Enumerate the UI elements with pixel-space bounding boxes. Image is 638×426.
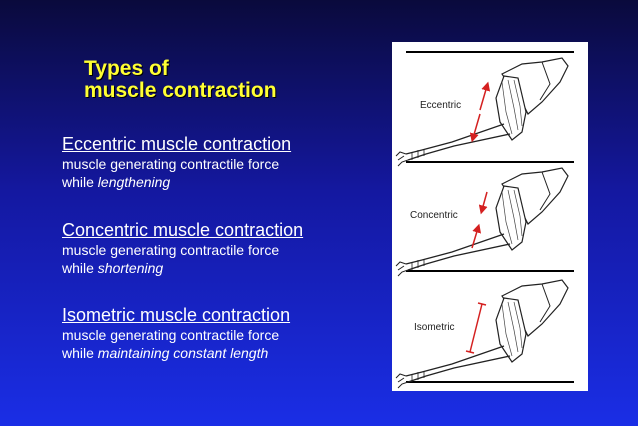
desc-emphasis: maintaining constant length bbox=[97, 345, 269, 361]
title-line-1: Types of bbox=[84, 57, 169, 80]
label-eccentric: Eccentric bbox=[420, 100, 462, 111]
desc-prefix: while bbox=[62, 260, 98, 276]
desc-emphasis: shortening bbox=[97, 260, 164, 276]
constant-length-bar bbox=[469, 303, 483, 353]
down-arrow-icon bbox=[469, 113, 481, 143]
desc-prefix: while bbox=[62, 174, 98, 190]
desc-emphasis: lengthening bbox=[97, 174, 171, 190]
section-description-2: while shortening bbox=[62, 259, 303, 277]
section-concentric: Concentric muscle contraction muscle gen… bbox=[62, 219, 303, 277]
isometric-arm-illustration bbox=[395, 279, 569, 389]
up-arrow-icon bbox=[471, 223, 482, 249]
section-description: muscle generating contractile force bbox=[62, 156, 280, 172]
label-isometric: Isometric bbox=[414, 322, 455, 333]
eccentric-arm-illustration bbox=[395, 57, 569, 167]
title-line-2: muscle contraction bbox=[84, 79, 277, 102]
illustration-panel: Eccentric Concentric Isometric bbox=[392, 42, 588, 391]
section-description-2: while lengthening bbox=[62, 173, 291, 191]
section-description-2: while maintaining constant length bbox=[62, 344, 290, 362]
up-arrow-icon bbox=[479, 81, 491, 111]
down-arrow-icon bbox=[478, 191, 488, 215]
bar-cap-icon bbox=[477, 302, 487, 306]
section-description: muscle generating contractile force bbox=[62, 327, 280, 343]
bar-cap-icon bbox=[465, 350, 475, 354]
section-description: muscle generating contractile force bbox=[62, 242, 280, 258]
arm-illustrations bbox=[395, 51, 574, 389]
section-isometric: Isometric muscle contraction muscle gene… bbox=[62, 304, 290, 362]
section-eccentric: Eccentric muscle contraction muscle gene… bbox=[62, 133, 291, 191]
slide-title: Types of muscle contraction bbox=[84, 58, 277, 102]
section-heading: Concentric muscle contraction bbox=[62, 220, 304, 240]
concentric-arm-illustration bbox=[395, 167, 569, 277]
section-heading: Eccentric muscle contraction bbox=[62, 134, 292, 154]
desc-prefix: while bbox=[62, 345, 98, 361]
label-concentric: Concentric bbox=[410, 210, 458, 221]
section-heading: Isometric muscle contraction bbox=[62, 305, 291, 325]
